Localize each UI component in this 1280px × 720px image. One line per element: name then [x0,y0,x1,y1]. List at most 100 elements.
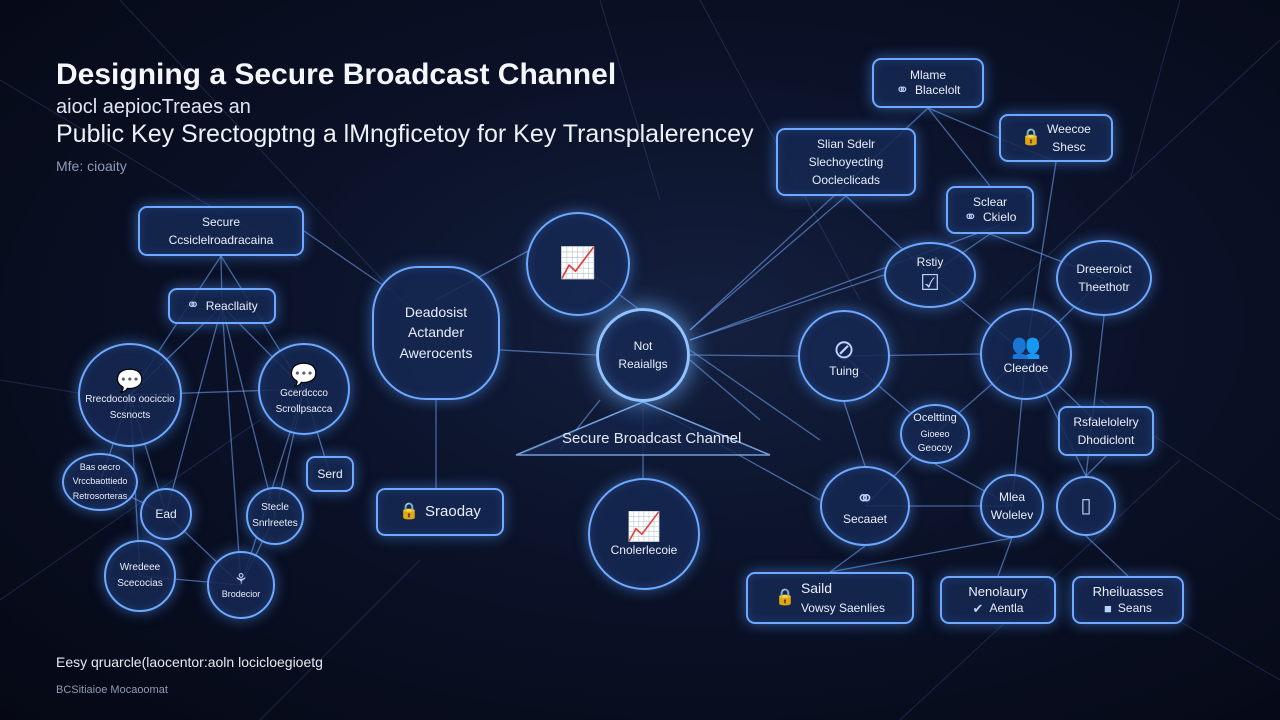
chat-icon: 💬 [290,362,318,387]
node-left-circle-2: 💬 Gcerdccco Scrollpsacca [258,343,350,435]
node-label: Rheiluasses [1092,584,1164,600]
node-label: Actander [407,324,465,341]
connector-line [999,39,1280,301]
node-label: Gioeeo [920,429,950,439]
node-label: Ckielo [983,210,1017,224]
lock-icon: ■ [1104,600,1112,616]
node-label: Sclear [972,194,1007,209]
diagram-subtitle: aiocl aepiocTreaes an [56,96,251,118]
node-label: Scrollpsacca [275,403,333,415]
node-broadcast-hex: Deadosist Actander Awerocents [372,266,500,400]
node-reliability: Rsfalelolelry Dhodiclont [1058,406,1154,456]
node-bottom-2: Nenolaury ✔ Aentla [940,576,1056,624]
check-icon: ☑ [920,269,940,295]
node-top-chart: 📈 [526,212,630,316]
link-icon: ⚭ [963,208,978,226]
node-bottom-1: 🔒 Saild Vowsy Saenlies [746,572,914,624]
diagram-caption: Mfe: cioaity [56,158,127,174]
lock-icon: 🔒 [399,503,420,520]
connector-line [689,274,885,341]
node-label: Scsnocts [109,409,151,421]
node-label: Tuing [829,363,859,378]
node-mlea: Mlea Wolelev [980,474,1044,538]
connector-line [829,537,1013,573]
connector-line [221,305,242,586]
chart-icon: 📈 [626,510,662,542]
node-left-circle-1: 💬 Rrecdocolo oociccio Scsnocts [78,343,182,447]
node-label: Reaiallgs [618,356,668,371]
node-label: Mlea [998,489,1025,504]
node-hub: Not Reaiallgs [596,308,690,402]
node-left-small-1: Bas oecro Vrccbaottiedo Retrosorteras [62,453,138,511]
node-cleedoe: 👥 Cleedoe [980,308,1072,400]
node-label: Ead [155,506,177,521]
node-mid-right-2: Dreeeroict Theethotr [1056,240,1152,316]
node-label: Seans [1117,600,1152,615]
node-label: Retrosorteras [72,490,128,501]
connector-line [829,545,866,573]
node-left-small-5: Wredeee Scecocias [104,540,176,612]
node-reactivity: ⚭ Reacllaity [168,288,276,324]
node-top-right-1: Mlame ⚭ Blacelolt [872,58,984,108]
node-top-right-4: Sclear ⚭ Ckielo [946,186,1034,234]
node-label: Reacllaity [205,298,258,313]
connector-line [1085,535,1129,577]
node-label: Secaaet [842,511,888,526]
node-label: Wolelev [990,507,1034,522]
user-icon: ⚘ [234,570,248,588]
user-icon: 👥 [1011,332,1041,360]
node-left-small-2: Ead [140,488,192,540]
connector-line [499,349,597,356]
diagram-subheading: Public Key Srectogptng a lMngficetoy for… [56,120,754,148]
check-icon: ✔ [972,600,984,616]
link-icon: ⚭ [186,297,200,314]
shield-icon: ⊘ [833,333,855,364]
node-label: Brodecior [221,588,261,599]
node-sraoday: 🔒 Sraoday [376,488,504,536]
connector-line [689,195,847,331]
chat-icon: 💬 [116,368,144,393]
connector-line [259,559,421,720]
connector-line [689,359,761,421]
channel-triangle [515,401,771,456]
node-left-small-4: Stecle Snrlreetes [246,487,304,545]
node-label: Scecocias [117,577,163,589]
node-top-right-3: 🔒 Weecoe Shesc [999,114,1113,162]
node-label: Oceltting [913,412,957,425]
node-label: Stecle [261,502,289,513]
node-label: Nenolaury [968,584,1028,600]
connector-line [927,107,991,187]
node-mid-right-1: Rstiy ☑ [884,242,976,308]
node-label: Dhodiclont [1077,432,1135,447]
node-label: Secure [201,214,241,229]
node-label: Vrccbaottiedo [72,476,128,487]
node-label: Snrlreetes [252,517,298,529]
node-bottom-chart: 📈 Cnolerlecoie [588,478,700,590]
node-ocelting: Oceltting Gioeeo Geocoy [900,404,970,464]
node-label: Theethotr [1078,279,1130,294]
node-tuing: ⊘ Tuing [798,310,890,402]
node-label: Awerocents [399,344,473,361]
node-left-small-3: Serd [306,456,354,492]
phone-icon: ▯ [1080,495,1092,517]
node-label: Geocoy [917,443,953,455]
node-label: Rrecdocolo oociccio [85,394,175,405]
connector-line [997,537,1013,577]
node-label: Not [633,338,653,353]
lock-icon: 🔒 [775,589,795,606]
node-bottom-3: Rheiluasses ■ Seans [1072,576,1184,624]
chart-icon: 📈 [559,247,597,280]
lock-icon: 🔒 [1021,129,1042,146]
connector-line [119,0,421,321]
connector-line [689,354,799,357]
node-label: Blacelolt [915,83,961,97]
node-label: Bas oecro [79,462,121,473]
node-label: Rstiy [916,254,944,269]
node-secaaet: ⚭ Secaaet [820,466,910,546]
node-label: Slechoyecting [808,154,884,169]
node-phone-circle: ▯ [1056,476,1116,536]
connector-line [599,0,661,201]
connector-line [0,419,261,601]
node-label: Serd [317,466,343,481]
